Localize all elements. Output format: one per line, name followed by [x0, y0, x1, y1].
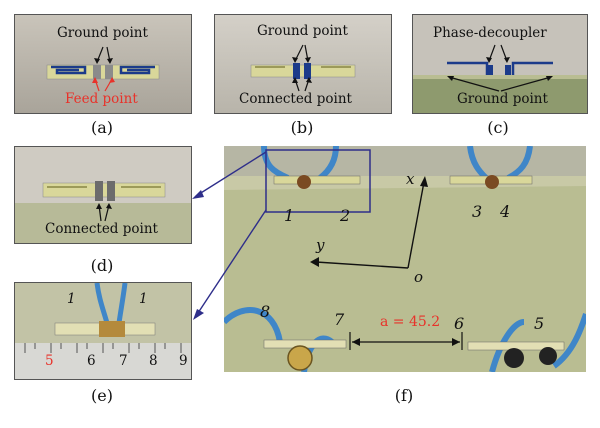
origin-label: o [414, 268, 424, 286]
axis-x-label: x [406, 170, 415, 188]
panel-a-feed-point-annotation: Feed point [65, 91, 138, 107]
panel-e-scene [15, 283, 191, 379]
panel-c-phase-decoupler-annotation: Phase-decoupler [433, 25, 547, 41]
panel-e-handwritten-left: 1 [67, 291, 76, 307]
port-number-2: 2 [340, 206, 351, 225]
panel-a-scene [15, 15, 191, 113]
panel-a-ground-point-annotation: Ground point [57, 25, 148, 41]
panel-b-photo: Ground point Connected point [214, 14, 392, 114]
port-number-4: 4 [500, 202, 511, 221]
panel-c-ground-point-annotation: Ground point [457, 91, 548, 107]
panel-c-photo: Phase-decoupler Ground point [412, 14, 588, 114]
port-number-7: 7 [334, 310, 345, 329]
panel-a-photo: Ground point Feed point [14, 14, 192, 114]
distance-label: a = 45.2 [380, 314, 441, 330]
ruler-number-6: 6 [87, 353, 96, 369]
panel-e-photo: 1 1 5 6 7 8 9 [14, 282, 192, 380]
panel-f-photo: x y o a = 45.2 1 2 3 4 5 6 7 8 [224, 146, 586, 372]
panel-f-label: (f) [394, 386, 414, 405]
panel-b-ground-point-annotation: Ground point [257, 23, 348, 39]
panel-c-label: (c) [487, 118, 509, 137]
ruler-number-9: 9 [179, 353, 188, 369]
panel-d-scene [15, 147, 191, 243]
panel-f-scene [224, 146, 586, 372]
panel-e-label: (e) [91, 386, 113, 405]
ruler-number-7: 7 [119, 353, 128, 369]
panel-d-photo: Connected point [14, 146, 192, 244]
panel-a-label: (a) [90, 118, 114, 137]
port-number-5: 5 [534, 314, 545, 333]
panel-b-label: (b) [290, 118, 314, 137]
panel-c-scene [413, 15, 587, 113]
ruler-number-8: 8 [149, 353, 158, 369]
panel-b-scene [215, 15, 391, 113]
port-number-1: 1 [284, 206, 295, 225]
ruler-number-5: 5 [45, 353, 54, 369]
panel-b-connected-point-annotation: Connected point [239, 91, 352, 107]
panel-d-label: (d) [90, 256, 114, 275]
port-number-3: 3 [472, 202, 483, 221]
panel-e-handwritten-right: 1 [139, 291, 148, 307]
port-number-8: 8 [260, 302, 271, 321]
panel-d-connected-point-annotation: Connected point [45, 221, 158, 237]
axis-y-label: y [316, 236, 325, 254]
port-number-6: 6 [454, 314, 465, 333]
